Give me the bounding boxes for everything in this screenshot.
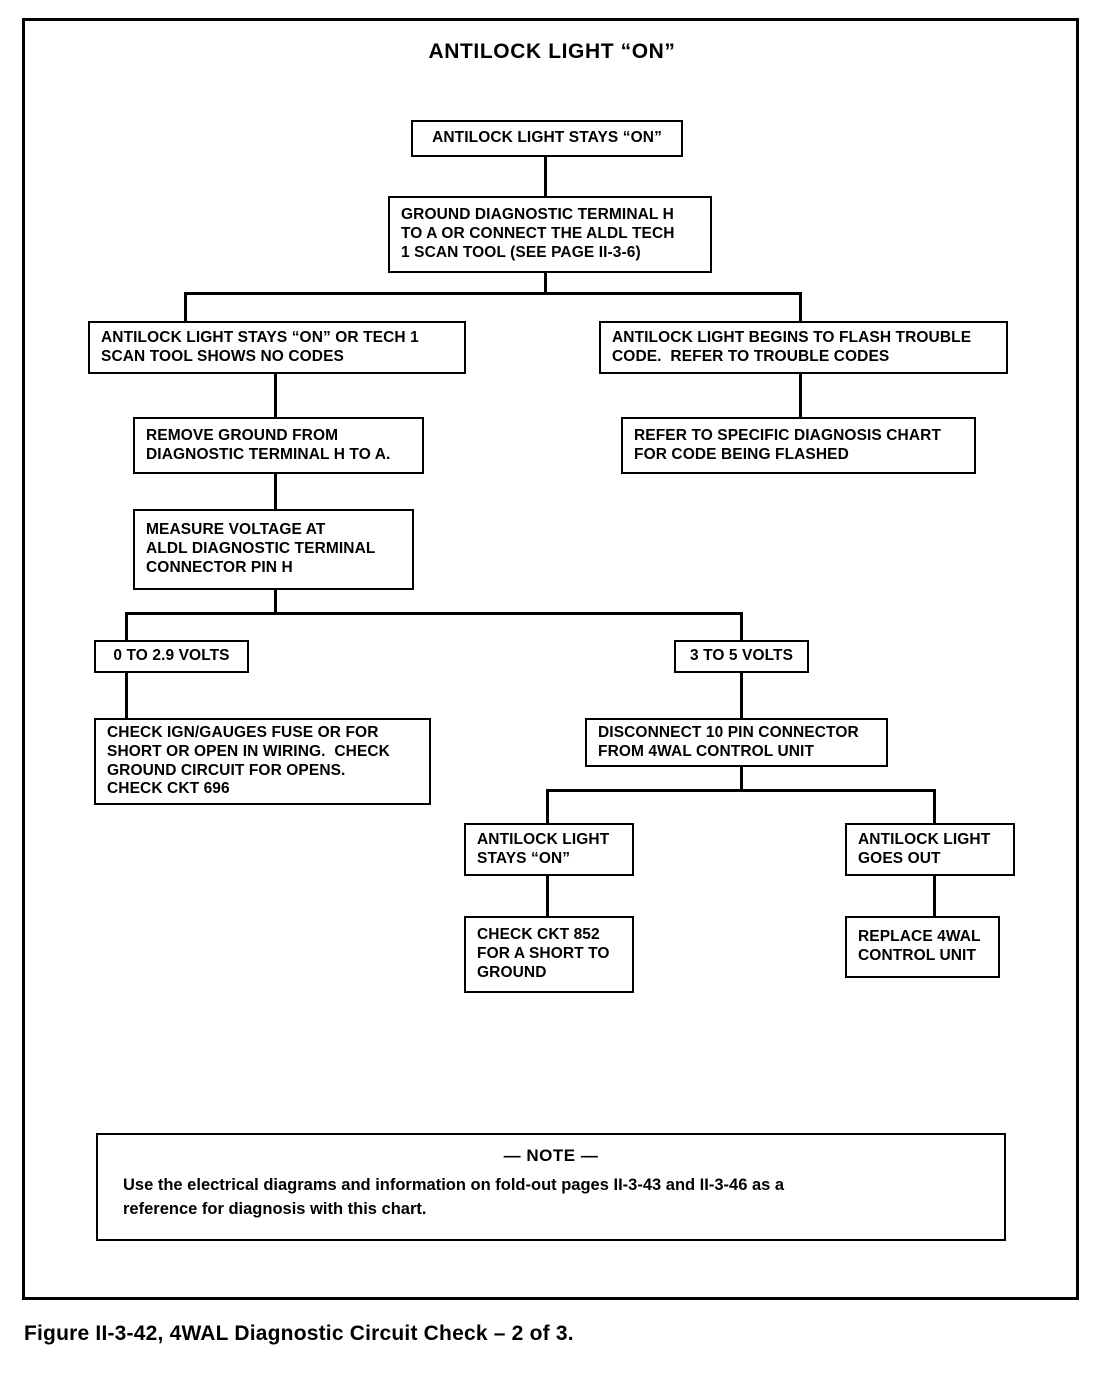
node-line: ANTILOCK LIGHT STAYS “ON”	[432, 129, 662, 147]
figure-caption: Figure II-3-42, 4WAL Diagnostic Circuit …	[24, 1322, 574, 1345]
node-antilock-light-stays-on[interactable]: ANTILOCK LIGHT STAYS “ON”	[411, 120, 683, 157]
node-line: CHECK IGN/GAUGES FUSE OR FOR	[107, 723, 379, 741]
node-line: GOES OUT	[858, 849, 941, 867]
node-remove-ground-from-terminal[interactable]: REMOVE GROUND FROM DIAGNOSTIC TERMINAL H…	[133, 417, 424, 474]
connector-stayson2-to-checkckt852	[546, 875, 549, 916]
node-line: MEASURE VOLTAGE AT	[146, 521, 326, 539]
connector-split-to-volts-low	[125, 612, 128, 641]
node-3-to-5-volts[interactable]: 3 TO 5 VOLTS	[674, 640, 809, 673]
node-light-stays-on-no-codes[interactable]: ANTILOCK LIGHT STAYS “ON” OR TECH 1 SCAN…	[88, 321, 466, 374]
node-antilock-light-goes-out[interactable]: ANTILOCK LIGHT GOES OUT	[845, 823, 1015, 876]
node-line: CONTROL UNIT	[858, 947, 977, 964]
node-line: ANTILOCK LIGHT	[477, 830, 610, 848]
connector-measure-to-split	[274, 589, 277, 614]
node-line: CHECK CKT 852	[477, 926, 600, 944]
connector-flashcode-to-referchart	[799, 373, 802, 418]
connector-split-to-stayson2	[546, 789, 549, 823]
connector-start-to-ground	[544, 156, 547, 196]
node-line: CHECK CKT 696	[107, 780, 230, 798]
connector-ground-to-split	[544, 272, 547, 294]
note-box: — NOTE — Use the electrical diagrams and…	[96, 1133, 1006, 1241]
connector-split-to-goesout	[933, 789, 936, 823]
note-heading: — NOTE —	[503, 1146, 599, 1165]
connector-disconnect-to-split	[740, 766, 743, 791]
connector-split-to-volts-high	[740, 612, 743, 641]
node-line: REFER TO SPECIFIC DIAGNOSIS CHART	[634, 426, 942, 444]
chart-title: ANTILOCK LIGHT “ON”	[428, 40, 676, 63]
node-line: ANTILOCK LIGHT	[858, 830, 991, 848]
connector-voltslow-to-checkfuse	[125, 672, 128, 718]
node-ground-diagnostic-terminal[interactable]: GROUND DIAGNOSTIC TERMINAL H TO A OR CON…	[388, 196, 712, 273]
connector-split-to-left-branch	[184, 292, 187, 321]
node-line: DISCONNECT 10 PIN CONNECTOR	[598, 723, 859, 741]
connector-split-to-right-branch	[799, 292, 802, 321]
note-text-line-2: reference for diagnosis with this chart.	[123, 1200, 427, 1219]
node-line: FOR A SHORT TO	[477, 945, 610, 963]
node-line: ANTILOCK LIGHT BEGINS TO FLASH TROUBLE	[612, 328, 972, 346]
node-line: GROUND	[477, 963, 547, 981]
node-line: 0 TO 2.9 VOLTS	[113, 647, 230, 665]
node-line: REMOVE GROUND FROM	[146, 426, 339, 444]
node-antilock-light-stays-on-2[interactable]: ANTILOCK LIGHT STAYS “ON”	[464, 823, 634, 876]
node-line: STAYS “ON”	[477, 849, 571, 867]
connector-goesout-to-replaceunit	[933, 875, 936, 916]
connector-voltshigh-to-disconnect	[740, 672, 743, 718]
node-line: GROUND CIRCUIT FOR OPENS.	[107, 761, 346, 779]
node-line: SHORT OR OPEN IN WIRING. CHECK	[107, 742, 390, 760]
node-line: 3 TO 5 VOLTS	[689, 647, 794, 665]
node-line: FOR CODE BEING FLASHED	[634, 445, 849, 463]
connector-split-bar-2	[125, 612, 743, 615]
node-line: ANTILOCK LIGHT STAYS “ON” OR TECH 1	[101, 328, 419, 346]
node-0-to-2-9-volts[interactable]: 0 TO 2.9 VOLTS	[94, 640, 249, 673]
node-disconnect-10-pin-connector[interactable]: DISCONNECT 10 PIN CONNECTOR FROM 4WAL CO…	[585, 718, 888, 767]
node-line: GROUND DIAGNOSTIC TERMINAL H	[401, 206, 674, 224]
node-line: 1 SCAN TOOL (SEE PAGE II-3-6)	[401, 243, 641, 261]
connector-nocodes-to-removeground	[274, 373, 277, 418]
node-line: CODE. REFER TO TROUBLE CODES	[612, 347, 890, 365]
node-refer-to-specific-diagnosis-chart[interactable]: REFER TO SPECIFIC DIAGNOSIS CHART FOR CO…	[621, 417, 976, 474]
note-text-line-1: Use the electrical diagrams and informat…	[123, 1176, 785, 1194]
node-line: ALDL DIAGNOSTIC TERMINAL	[146, 540, 376, 558]
node-replace-4wal-control-unit[interactable]: REPLACE 4WAL CONTROL UNIT	[845, 916, 1000, 978]
connector-split-bar-1	[184, 292, 802, 295]
node-line: REPLACE 4WAL	[858, 928, 981, 946]
node-measure-voltage-at-aldl[interactable]: MEASURE VOLTAGE AT ALDL DIAGNOSTIC TERMI…	[133, 509, 414, 590]
connector-split-bar-3	[546, 789, 936, 792]
node-check-ign-gauges-fuse[interactable]: CHECK IGN/GAUGES FUSE OR FOR SHORT OR OP…	[94, 718, 431, 805]
node-line: TO A OR CONNECT THE ALDL TECH	[401, 225, 675, 243]
node-check-ckt-852[interactable]: CHECK CKT 852 FOR A SHORT TO GROUND	[464, 916, 634, 993]
node-line: DIAGNOSTIC TERMINAL H TO A.	[146, 445, 391, 463]
node-line: FROM 4WAL CONTROL UNIT	[598, 742, 815, 760]
node-line: SCAN TOOL SHOWS NO CODES	[101, 347, 344, 365]
connector-removeground-to-measure	[274, 473, 277, 510]
node-line: CONNECTOR PIN H	[146, 558, 293, 576]
node-light-flashes-trouble-code[interactable]: ANTILOCK LIGHT BEGINS TO FLASH TROUBLE C…	[599, 321, 1008, 374]
